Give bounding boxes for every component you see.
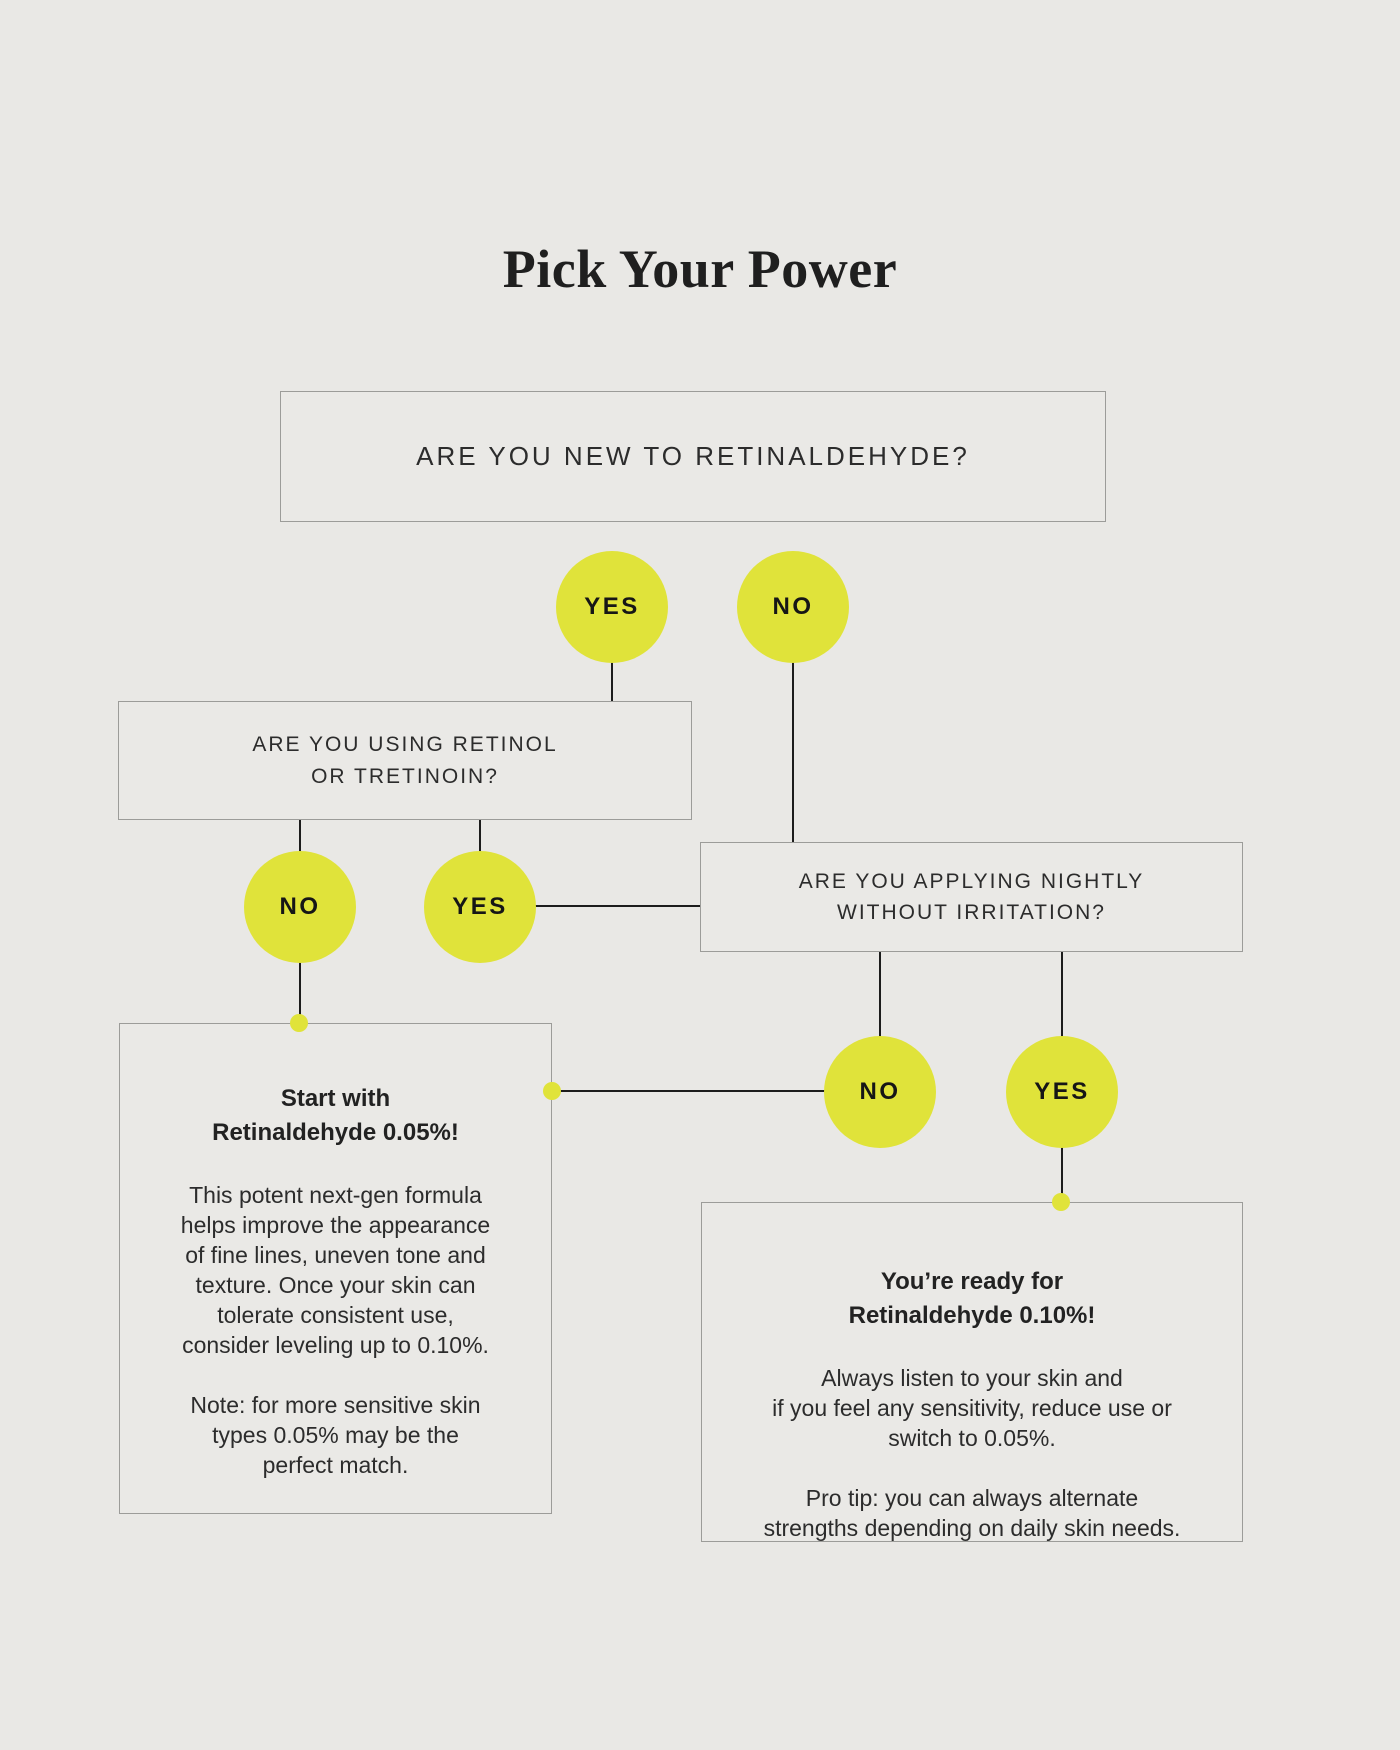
question-text: ARE YOU APPLYING NIGHTLY WITHOUT IRRITAT… [798,869,1145,925]
question-text: ARE YOU NEW TO RETINALDEHYDE? [416,441,970,471]
question-box-applying-nightly: ARE YOU APPLYING NIGHTLY WITHOUT IRRITAT… [700,842,1243,952]
connector-q2yes-to-q3 [480,905,702,907]
result-note: Pro tip: you can always alternate streng… [763,1485,1181,1541]
q3-yes-circle: YES [1006,1036,1118,1148]
q2-yes-label: YES [452,893,508,920]
q1-no-label: NO [772,593,814,620]
junction-dot [1052,1193,1070,1211]
q3-yes-label: YES [1034,1078,1090,1105]
junction-dot [290,1014,308,1032]
question-text: ARE YOU USING RETINOL OR TRETINOIN? [252,733,558,788]
connector-result-low-to-q3no [551,1090,882,1092]
connector-q3-to-no [879,951,881,1093]
connector-q1no-to-q3 [792,606,794,843]
q1-no-circle: NO [737,551,849,663]
result-body: This potent next-gen formula helps impro… [180,1182,491,1358]
q2-no-label: NO [279,893,321,920]
q3-no-circle: NO [824,1036,936,1148]
connector-q3yes-to-result-high [1061,1092,1063,1204]
result-body: Always listen to your skin and if you fe… [772,1365,1172,1451]
result-heading: Start with Retinaldehyde 0.05%! [212,1085,459,1146]
page-title: Pick Your Power [502,239,898,299]
question-box-retinol-or-tretinoin: ARE YOU USING RETINOL OR TRETINOIN? [118,701,692,820]
result-note: Note: for more sensitive skin types 0.05… [190,1392,481,1478]
junction-dot [543,1082,561,1100]
connector-q3-to-yes [1061,951,1063,1093]
result-box-retinaldehyde-005: Start with Retinaldehyde 0.05%! This pot… [119,1023,552,1514]
result-heading: You’re ready for Retinaldehyde 0.10%! [848,1268,1096,1329]
question-box-new-to-retinaldehyde: ARE YOU NEW TO RETINALDEHYDE? [280,391,1106,522]
connector-q2no-to-result-low [299,907,301,1024]
q2-yes-circle: YES [424,851,536,963]
q1-yes-label: YES [584,593,640,620]
q2-no-circle: NO [244,851,356,963]
q3-no-label: NO [859,1078,901,1105]
result-box-retinaldehyde-010: You’re ready for Retinaldehyde 0.10%! Al… [701,1202,1243,1542]
q1-yes-circle: YES [556,551,668,663]
